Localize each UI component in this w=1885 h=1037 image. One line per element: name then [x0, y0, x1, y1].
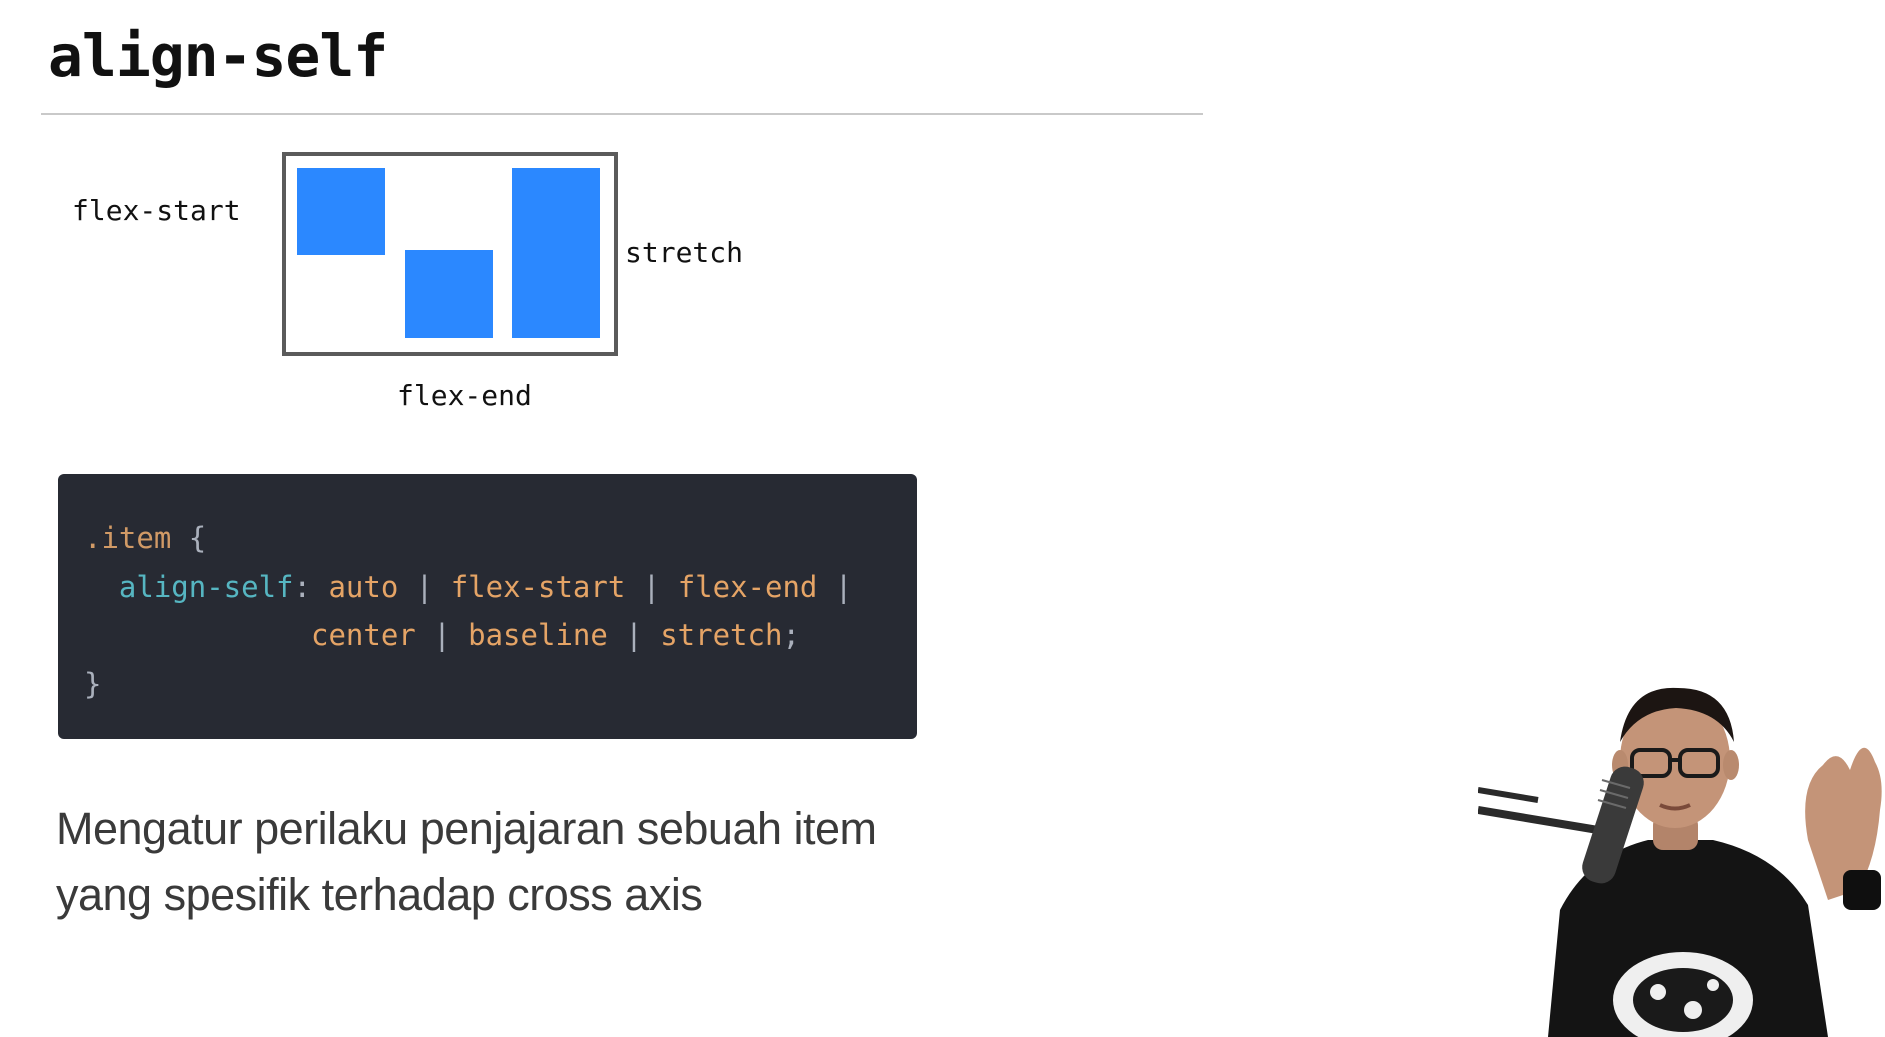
title-divider [41, 113, 1203, 115]
slide-description: Mengatur perilaku penjajaran sebuah item… [56, 796, 956, 928]
code-brace-open: { [171, 521, 207, 555]
presenter-video-overlay [1478, 680, 1885, 1037]
label-flex-end: flex-end [397, 379, 532, 412]
flex-container-diagram [282, 152, 618, 356]
code-separator: | [607, 618, 661, 652]
description-line-2: yang spesifik terhadap cross axis [56, 869, 703, 920]
code-brace-close: } [84, 666, 102, 701]
code-line-1: .item { [84, 514, 917, 563]
code-semicolon: ; [782, 618, 800, 652]
code-block: .item { align-self: auto | flex-start | … [58, 474, 917, 739]
code-line-3: center | baseline | stretch; [84, 611, 917, 660]
code-value-auto: auto [328, 569, 399, 604]
label-flex-start: flex-start [72, 194, 241, 227]
flex-item-flex-end [405, 250, 493, 338]
presenter-icon [1478, 687, 1882, 1037]
flex-item-stretch [512, 168, 600, 338]
code-value-stretch: stretch [660, 618, 783, 652]
code-value-flex-end: flex-end [677, 569, 818, 604]
code-indent [84, 570, 119, 604]
code-separator: | [817, 569, 853, 604]
code-separator: | [398, 569, 451, 604]
code-property: align-self [118, 569, 294, 604]
code-colon: : [293, 569, 329, 604]
code-line-4: } [84, 660, 917, 709]
code-value-baseline: baseline [468, 618, 608, 652]
code-separator: | [415, 618, 469, 652]
code-line-2: align-self: auto | flex-start | flex-end… [84, 563, 917, 612]
code-indent [84, 618, 311, 652]
label-stretch: stretch [625, 236, 744, 269]
code-separator: | [625, 569, 678, 604]
slide-title: align-self [48, 22, 388, 90]
code-value-center: center [310, 618, 416, 652]
code-value-flex-start: flex-start [450, 569, 626, 604]
flex-item-flex-start [297, 168, 385, 255]
code-selector: .item [84, 521, 172, 555]
description-line-1: Mengatur perilaku penjajaran sebuah item [56, 803, 877, 854]
